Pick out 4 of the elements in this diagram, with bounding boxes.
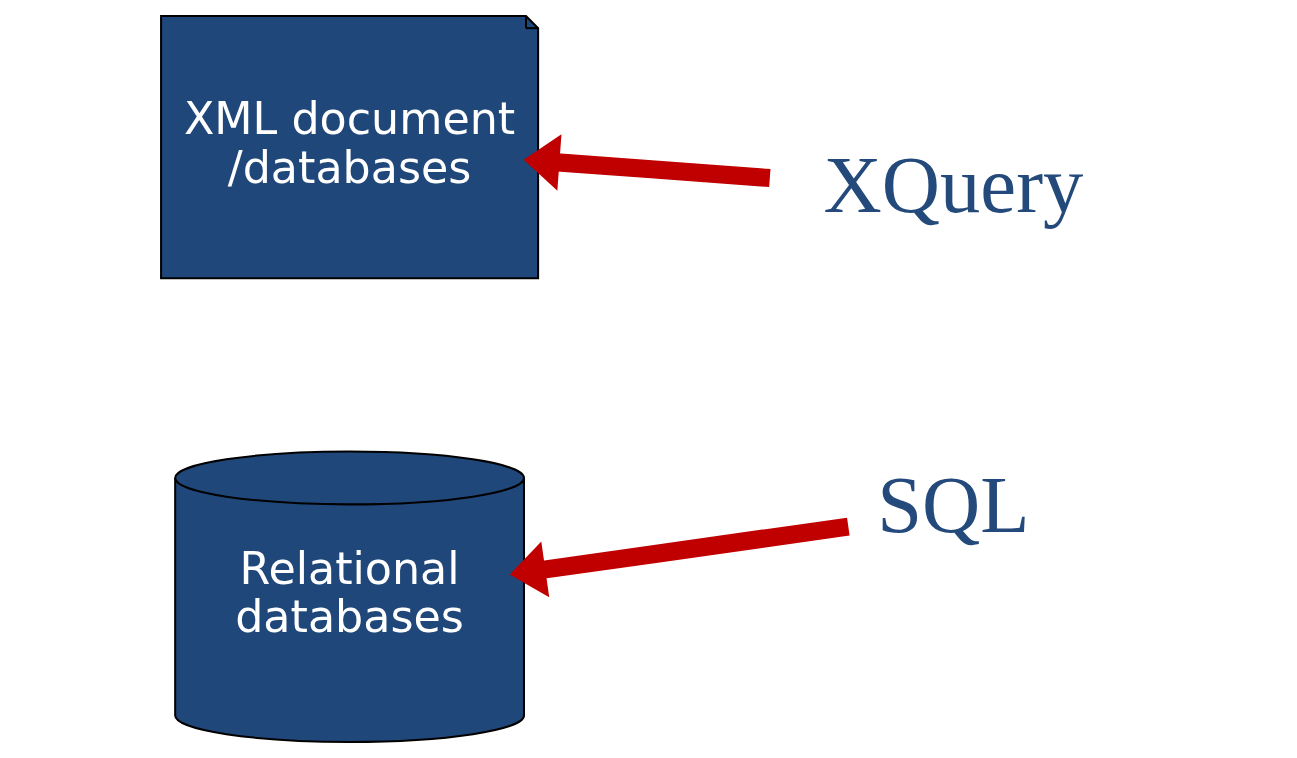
arrow	[523, 134, 770, 191]
arrow	[509, 517, 850, 598]
node-text: XQuery	[823, 139, 1083, 229]
node-text: SQL	[876, 460, 1030, 550]
